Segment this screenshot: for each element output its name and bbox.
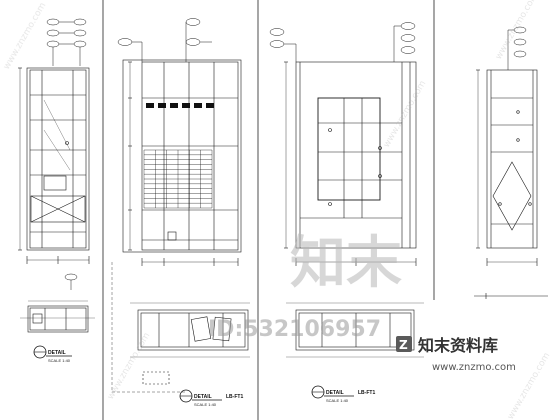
panel-3-tag-label: LB-FT1 bbox=[358, 390, 375, 396]
panel-1-scale-label: SCALE 1:40 bbox=[48, 358, 71, 363]
panel-1-detail-label: DETAIL bbox=[48, 350, 66, 356]
panel-3-elevation bbox=[284, 61, 417, 266]
panel-2-scale-label: SCALE 1:40 bbox=[194, 402, 217, 407]
panel-4-callouts bbox=[507, 26, 527, 70]
panel-2-dark-strip bbox=[146, 103, 214, 108]
panel-2-callouts bbox=[117, 18, 212, 62]
panel-2-detail-label: DETAIL bbox=[194, 394, 212, 400]
svg-text:Z: Z bbox=[399, 338, 408, 352]
panel-3-callouts bbox=[269, 22, 416, 62]
panel-1-title-block: DETAIL SCALE 1:40 bbox=[33, 345, 72, 363]
brand-site-url: www.znzmo.com bbox=[432, 362, 516, 373]
panel-3-plan bbox=[286, 302, 424, 358]
panel-separators bbox=[102, 0, 435, 420]
panel-4-elevation bbox=[474, 69, 548, 299]
watermark-layer: 知末 ID:532106957 bbox=[208, 231, 402, 342]
panel-3-detail-label: DETAIL bbox=[326, 390, 344, 396]
panel-2-plan bbox=[111, 262, 250, 393]
panel-1-callouts bbox=[46, 18, 87, 290]
watermark-id: ID:532106957 bbox=[208, 317, 381, 342]
brand-badge: Z 知末资料库 www.znzmo.com bbox=[396, 336, 516, 373]
brand-logo-icon bbox=[396, 336, 412, 352]
panel-2-elevation bbox=[122, 59, 242, 266]
watermark-logo-chars: 知末 bbox=[290, 231, 402, 296]
brand-name-cn: 知末资料库 bbox=[418, 336, 498, 355]
panel-3-scale-label: SCALE 1:40 bbox=[326, 398, 349, 403]
panel-1-elevation bbox=[18, 67, 90, 264]
panel-2-title-block: DETAIL SCALE 1:40 LB-FT1 bbox=[179, 389, 243, 407]
panel-2-tag-label: LB-FT1 bbox=[226, 394, 243, 400]
panel-2-grid-lines bbox=[143, 149, 213, 209]
panel-3-title-block: DETAIL SCALE 1:40 LB-FT1 bbox=[311, 385, 375, 403]
panel-1-plan bbox=[20, 300, 95, 333]
